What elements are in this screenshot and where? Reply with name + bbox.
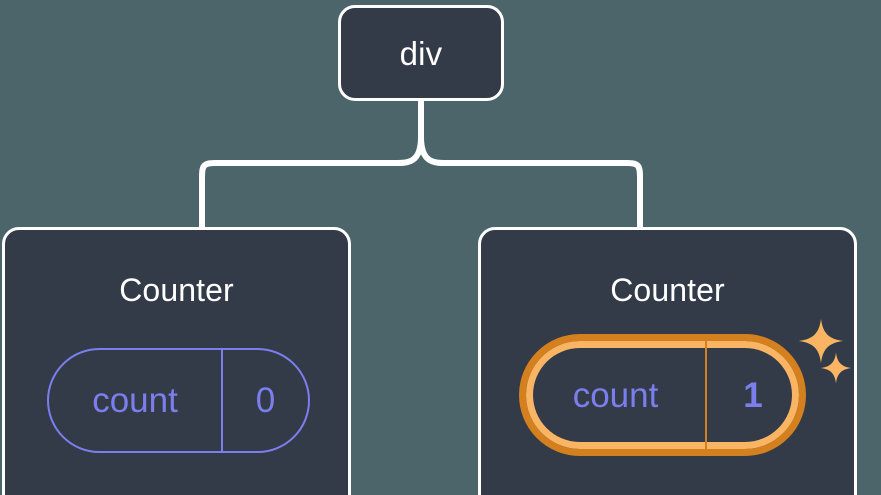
state-pill-right-value: 1 bbox=[743, 375, 763, 415]
state-pill-left[interactable]: count 0 bbox=[47, 348, 310, 453]
node-counter-left-label: Counter bbox=[119, 272, 234, 308]
edge-to-right-child bbox=[418, 134, 630, 166]
node-counter-right-label: Counter bbox=[610, 272, 725, 308]
node-div[interactable]: div bbox=[338, 5, 504, 101]
state-pill-right-inner: count 1 bbox=[526, 341, 799, 449]
edge-right-drop bbox=[624, 160, 643, 230]
edge-to-left-child bbox=[212, 134, 424, 166]
state-pill-right[interactable]: count 1 bbox=[519, 334, 806, 456]
state-pill-left-wrap: count 0 bbox=[47, 348, 310, 453]
state-pill-left-key: count bbox=[49, 350, 223, 451]
state-pill-right-key: count bbox=[526, 341, 707, 449]
node-div-label: div bbox=[399, 34, 443, 72]
node-counter-right[interactable]: Counter count 1 bbox=[478, 227, 857, 495]
node-counter-left[interactable]: Counter count 0 bbox=[2, 227, 351, 495]
state-pill-left-value: 0 bbox=[255, 381, 276, 420]
state-pill-right-wrap: count 1 bbox=[519, 334, 806, 456]
edge-left-drop bbox=[199, 160, 218, 230]
